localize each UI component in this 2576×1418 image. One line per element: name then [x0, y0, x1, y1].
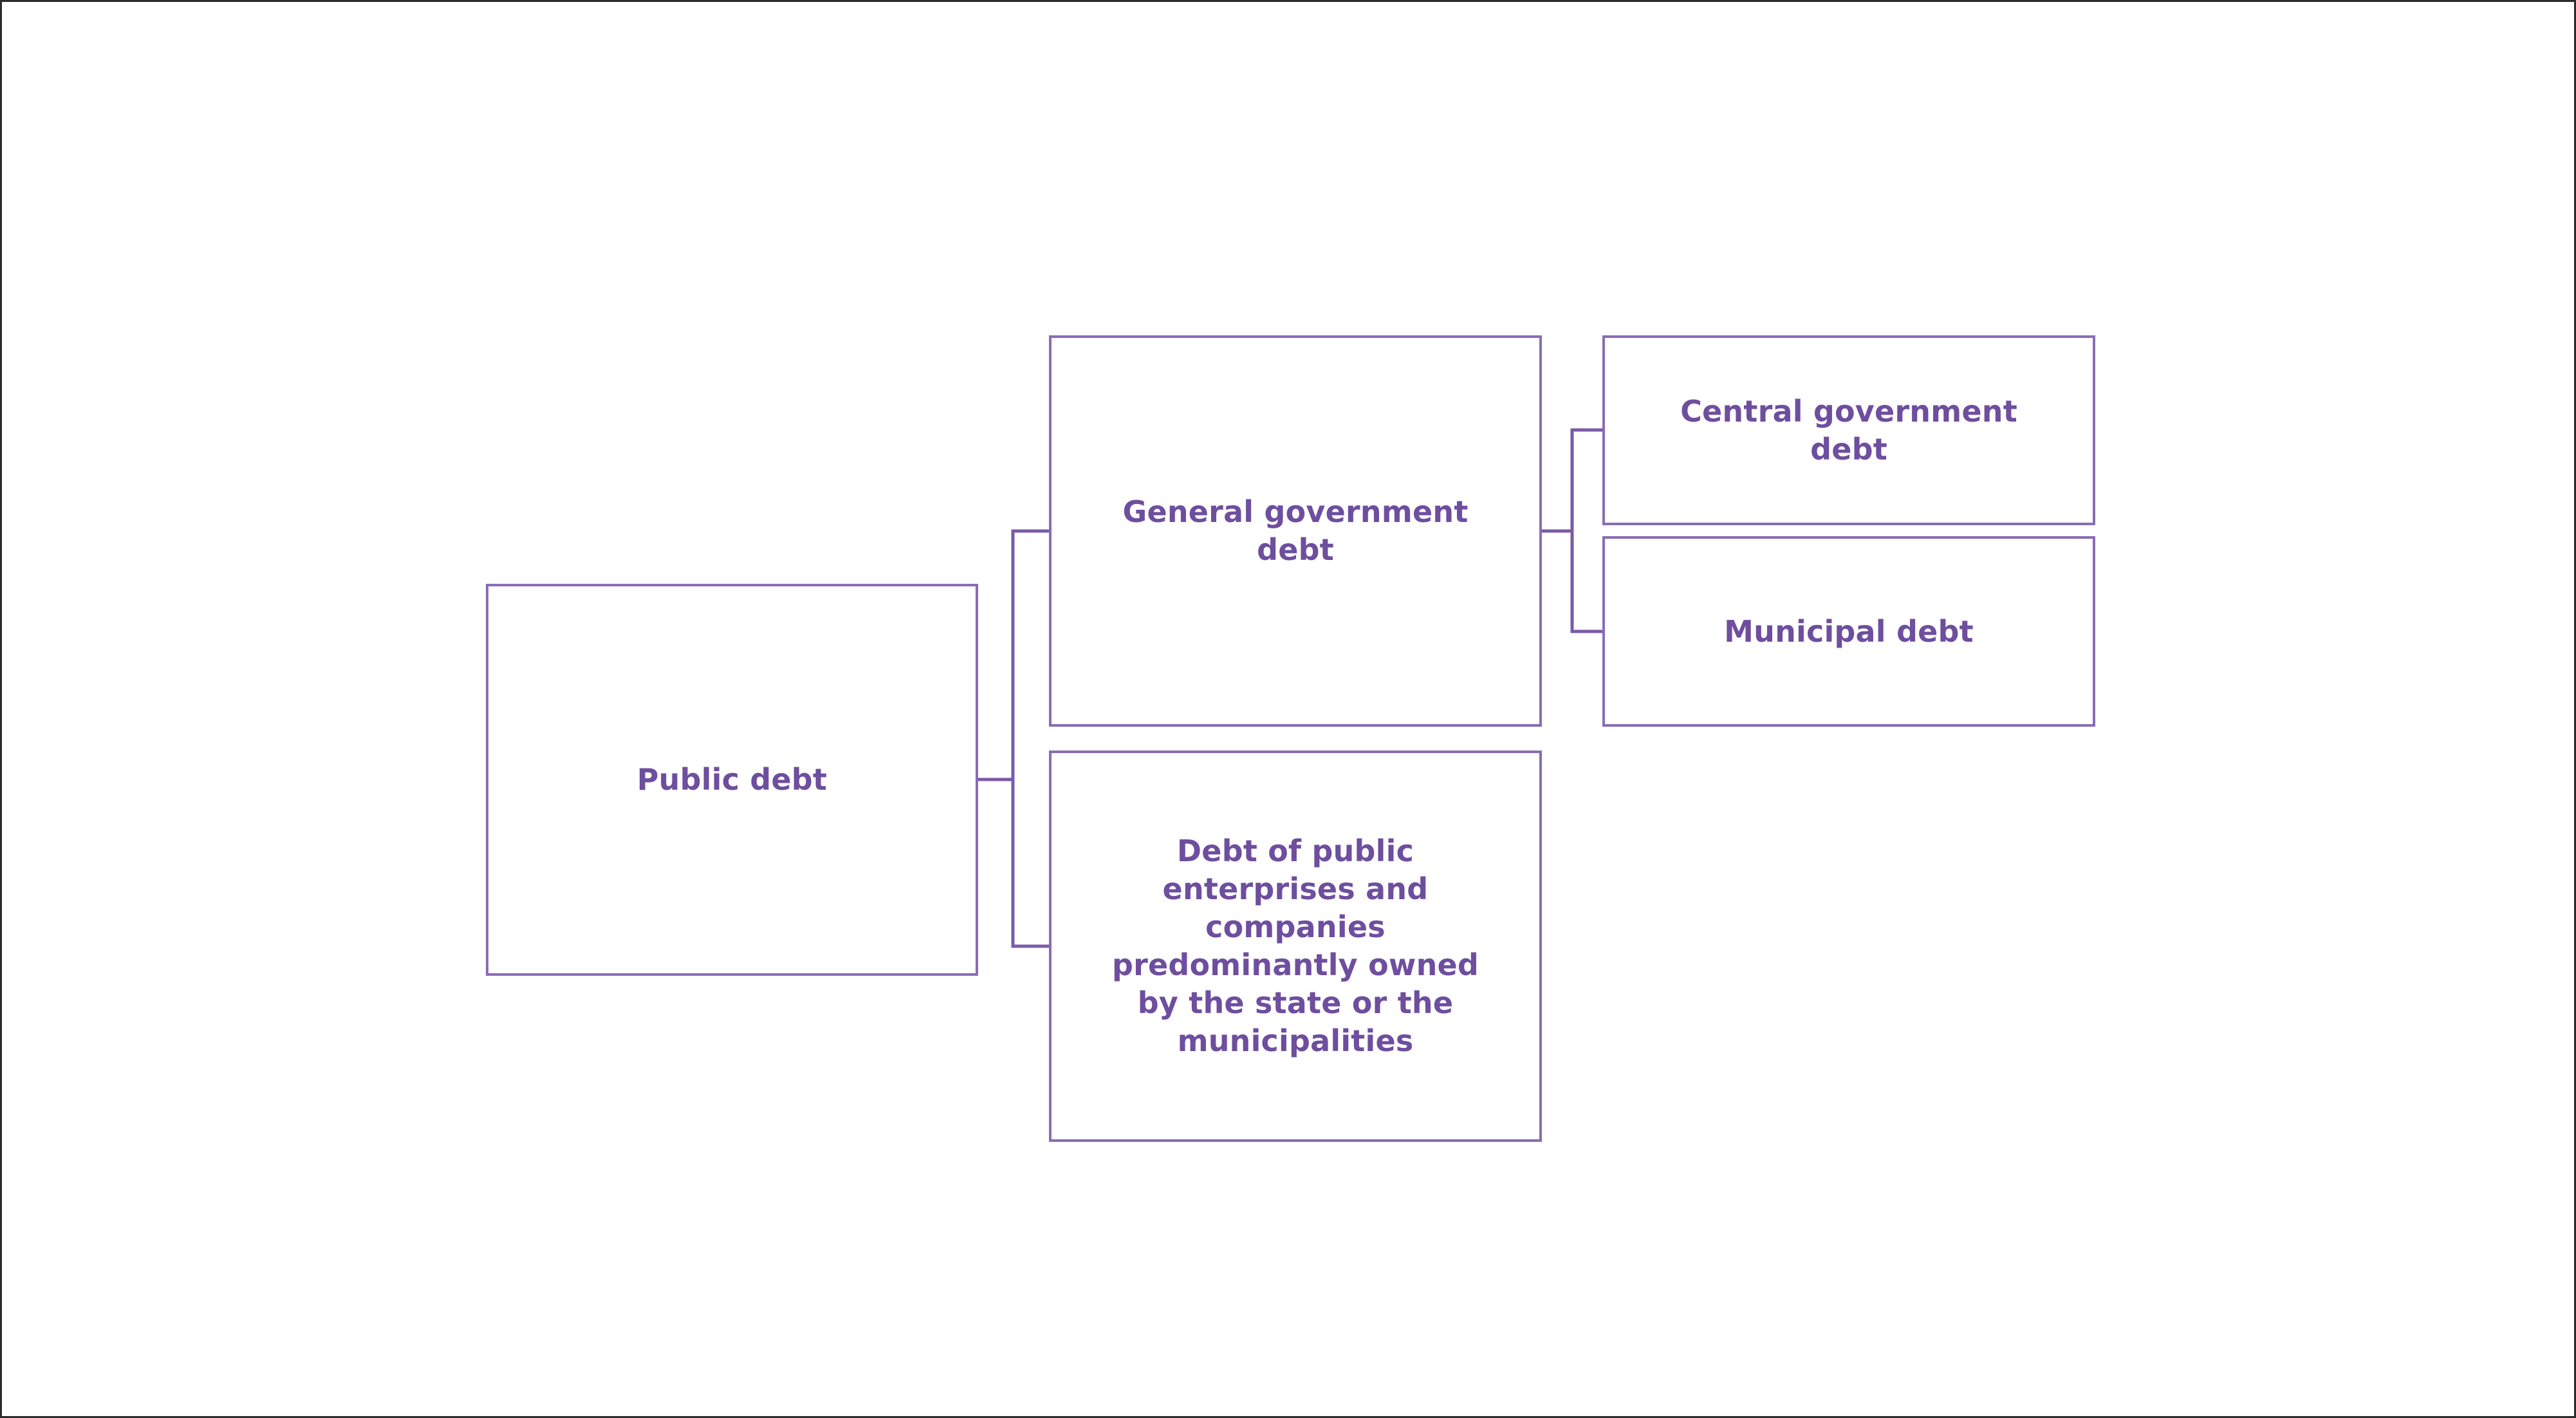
- node-central-government-debt-label: Central government debt: [1680, 393, 2017, 467]
- node-municipal-debt[interactable]: Municipal debt: [1602, 536, 2095, 727]
- node-general-government-debt-label: General government debt: [1122, 494, 1469, 567]
- node-central-government-debt[interactable]: Central government debt: [1602, 335, 2095, 525]
- node-public-debt-label: Public debt: [636, 762, 828, 798]
- connector-public-debt-to-general-government: [978, 529, 1049, 781]
- node-general-government-debt[interactable]: General government debt: [1049, 335, 1542, 727]
- node-public-debt[interactable]: Public debt: [486, 584, 978, 976]
- connector-general-government-to-municipal: [1542, 529, 1602, 633]
- node-debt-of-public-enterprises-label: Debt of public enterprises and companies…: [1111, 834, 1479, 1058]
- connector-general-government-to-central-government: [1542, 428, 1602, 533]
- connector-public-debt-to-public-enterprises: [978, 778, 1049, 948]
- node-debt-of-public-enterprises[interactable]: Debt of public enterprises and companies…: [1049, 751, 1542, 1142]
- node-municipal-debt-label: Municipal debt: [1724, 613, 1974, 649]
